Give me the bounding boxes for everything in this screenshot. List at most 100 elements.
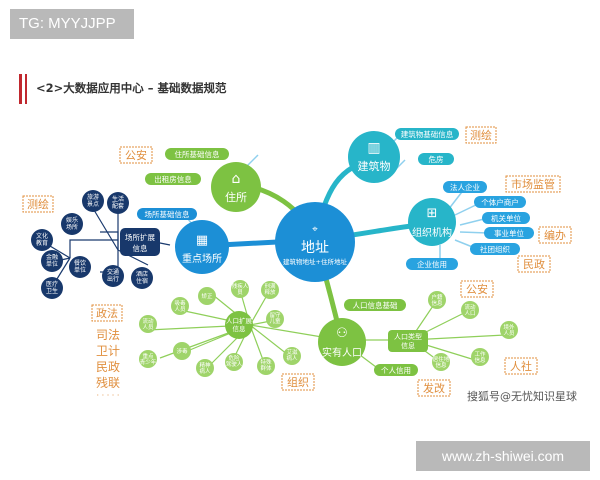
pill bbox=[470, 243, 520, 255]
pill-institution: 事业单位 bbox=[494, 228, 524, 238]
house-icon: ⌂ bbox=[232, 171, 241, 187]
pop-node: 流动 bbox=[142, 317, 154, 325]
pop-node: 涉毒 bbox=[176, 347, 188, 355]
pop-node: 人员 bbox=[174, 306, 186, 313]
hub-place bbox=[175, 220, 229, 274]
dept-box bbox=[460, 280, 494, 298]
pop-node: 驾驶人 bbox=[226, 360, 243, 368]
pop-node: 信息 bbox=[435, 361, 447, 369]
pop-left-circles bbox=[139, 280, 301, 377]
pop-type-label-2: 信息 bbox=[401, 341, 415, 350]
dept-box bbox=[22, 195, 54, 213]
pill-residence-info: 住所基础信息 bbox=[175, 149, 220, 159]
place-node: 单位 bbox=[74, 266, 86, 274]
dept-fagai: 发改 bbox=[423, 381, 445, 395]
place-node: 医疗 bbox=[46, 280, 58, 288]
dept-box bbox=[119, 146, 153, 164]
pop-node: 残疾人 bbox=[232, 282, 249, 290]
pop-node: 留守 bbox=[269, 311, 281, 319]
dept-list-item: 卫计 bbox=[96, 344, 120, 358]
pop-node: 特殊 bbox=[260, 358, 272, 366]
pop-node: 工作 bbox=[474, 350, 486, 358]
hub-residence bbox=[211, 162, 261, 212]
hub-place-label: 重点场所 bbox=[182, 252, 222, 265]
dept-gongan-bottom: 公安 bbox=[466, 282, 488, 296]
center-node-address bbox=[275, 202, 355, 282]
pill bbox=[165, 148, 229, 160]
place-node: 住宿 bbox=[136, 277, 148, 285]
dept-biaoban: 编办 bbox=[544, 228, 566, 242]
pill-enterprise: 企业信用 bbox=[417, 259, 447, 269]
place-node: 娱乐 bbox=[66, 216, 78, 224]
pill bbox=[406, 258, 458, 270]
pop-node: 释放 bbox=[264, 288, 276, 296]
pill bbox=[474, 196, 526, 208]
pop-node: 病人 bbox=[286, 354, 298, 362]
place-ext-label-2: 信息 bbox=[133, 243, 148, 253]
dept-list-item: 司法 bbox=[96, 328, 120, 342]
hub-residence-label: 住所 bbox=[225, 190, 247, 204]
dept-zhengfa: 政法 bbox=[96, 306, 118, 320]
dept-list-item: 残联 bbox=[96, 376, 120, 390]
pill-rent-info: 出租房信息 bbox=[154, 174, 192, 184]
pop-node: 青少年 bbox=[140, 358, 157, 366]
place-node: 场所 bbox=[66, 223, 78, 231]
pill bbox=[395, 128, 459, 140]
pop-node: 居住地 bbox=[433, 355, 450, 363]
dept-gongan-top: 公安 bbox=[125, 148, 147, 162]
place-node: 酒店 bbox=[136, 270, 148, 278]
pop-node: 流动 bbox=[464, 303, 476, 311]
dept-renshe: 人社 bbox=[510, 359, 532, 373]
pop-type-box bbox=[388, 330, 428, 352]
place-node: 旅游 bbox=[87, 193, 99, 201]
pop-ext-label-2: 信息 bbox=[233, 324, 247, 333]
location-icon: ⌖ bbox=[312, 224, 318, 235]
pill-group: 建筑物基础信息 危房 住所基础信息 出租房信息 场所基础信息 法人企业 个体户商… bbox=[137, 128, 534, 376]
pill bbox=[374, 364, 418, 376]
dept-list-dots: · · · · · bbox=[97, 391, 120, 400]
watermark-top: TG: MYYJJPP bbox=[10, 9, 134, 39]
pop-node: 群体 bbox=[260, 364, 272, 372]
pill bbox=[137, 208, 197, 220]
pill bbox=[482, 212, 530, 224]
pop-node: 员 bbox=[237, 289, 243, 296]
place-node: 出行 bbox=[107, 275, 119, 283]
hub-org-label: 组织机构 bbox=[412, 226, 452, 239]
people-icon: ⚇ bbox=[336, 326, 348, 341]
pop-node: 信息 bbox=[431, 299, 443, 307]
dept-cehui-left: 测绘 bbox=[27, 197, 49, 211]
place-building-icon: ▦ bbox=[196, 233, 208, 248]
dept-box bbox=[281, 373, 315, 391]
hub-building-label: 建筑物 bbox=[358, 159, 391, 173]
watermark-bottom: www.zh-shiwei.com bbox=[416, 441, 590, 471]
pop-node: 危险 bbox=[228, 354, 240, 362]
pill-individual: 个体户商户 bbox=[481, 197, 519, 207]
pill-person-credit: 个人信用 bbox=[381, 365, 411, 375]
place-node: 配套 bbox=[112, 202, 124, 210]
pop-node: 吸毒 bbox=[174, 299, 186, 307]
place-node: 餐饮 bbox=[74, 259, 86, 267]
dept-box bbox=[465, 126, 497, 144]
dept-cehui-top: 测绘 bbox=[470, 128, 492, 142]
org-chart-icon: ⊞ bbox=[427, 206, 438, 221]
dept-box bbox=[417, 379, 451, 397]
pop-ext-node bbox=[225, 311, 253, 339]
department-labels: 测绘 公安 测绘 市场监管 编办 民政 政法 公安 人社 发改 组织 bbox=[22, 126, 572, 397]
page-title: <2>大数据应用中心 – 基础数据规范 bbox=[36, 81, 227, 95]
hub-people bbox=[318, 318, 366, 366]
place-node: 卫生 bbox=[46, 287, 58, 295]
place-node: 景点 bbox=[87, 200, 99, 208]
place-node: 金融 bbox=[46, 253, 58, 261]
center-label: 地址 bbox=[301, 240, 329, 256]
dept-box bbox=[505, 175, 561, 193]
sohu-watermark: 搜狐号@无忧知识星球 bbox=[467, 390, 577, 403]
dept-list: 司法 卫计 民政 残联 · · · · · bbox=[96, 328, 120, 400]
pill-place-info: 场所基础信息 bbox=[145, 209, 190, 219]
pill bbox=[418, 153, 454, 165]
pop-node: 人口 bbox=[464, 310, 475, 317]
place-ext-box bbox=[120, 228, 160, 256]
place-node: 教育 bbox=[36, 239, 48, 247]
place-ext-label: 场所扩展 bbox=[125, 232, 155, 242]
